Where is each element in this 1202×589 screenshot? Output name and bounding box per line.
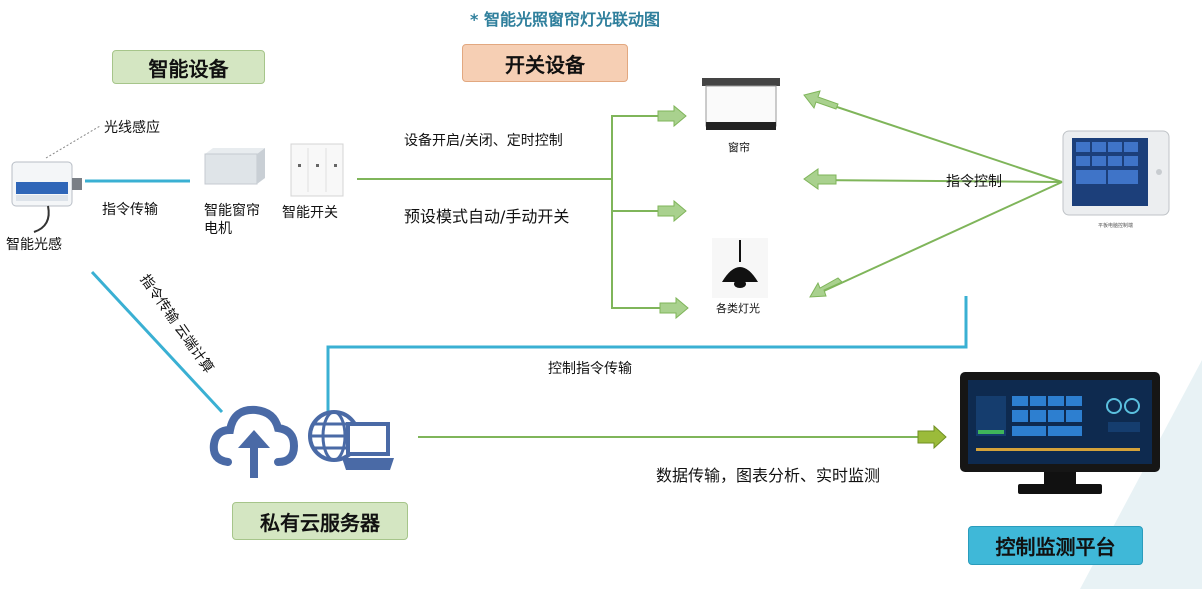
cloud-upload-icon: [209, 405, 299, 478]
device-on-off-timer-label: 设备开启/关闭、定时控制: [404, 133, 563, 149]
smart-switch-icon: [290, 143, 344, 197]
monitor-screen-icon: [960, 372, 1160, 494]
lights-label: 各类灯光: [716, 302, 760, 315]
smart-switch-label: 智能开关: [282, 205, 338, 221]
pendant-lamp-icon: [712, 238, 768, 298]
command-control-label: 指令控制: [946, 174, 1002, 190]
light-sensing-label: 光线感应: [104, 120, 160, 136]
sensing-leader-line: [45, 125, 101, 159]
private-cloud-box: 私有云服务器: [232, 502, 408, 540]
arrow-to-curtain: [657, 104, 687, 128]
arrow-to-lights: [659, 296, 689, 320]
control-command-transmit-label: 控制指令传输: [548, 361, 632, 377]
monitor-platform-box: 控制监测平台: [968, 526, 1143, 565]
curtain-motor-icon: [204, 148, 265, 185]
switch-devices-box: 开关设备: [462, 44, 628, 82]
arrow-to-mid: [657, 199, 687, 223]
projection-screen-icon: [702, 78, 780, 130]
smart-light-sensor-label: 智能光感: [6, 237, 62, 253]
tablet-caption: 平板电脑控制端: [1098, 223, 1134, 229]
curtain-label: 窗帘: [728, 141, 750, 154]
preset-mode-label: 预设模式自动/手动开关: [404, 207, 570, 226]
arrow-to-platform: [917, 424, 947, 450]
command-transmit-label: 指令传输: [102, 202, 158, 218]
curtain-motor-label-2: 电机: [204, 221, 232, 237]
smart-devices-box: 智能设备: [112, 50, 265, 84]
arrow-tablet-lights: [809, 277, 843, 298]
platform-to-cloud-line: [326, 296, 968, 412]
arrow-tablet-curtain: [803, 90, 839, 110]
curtain-motor-label-1: 智能窗帘: [204, 203, 260, 219]
light-sensor-device-icon: [11, 161, 82, 233]
diagram-title: * 智能光照窗帘灯光联动图: [470, 10, 660, 29]
arrow-tablet-mid: [803, 168, 837, 190]
tablet-to-mid-line: [807, 179, 1063, 183]
network-computer-icon: [308, 410, 394, 470]
tablet-to-curtain-line: [809, 97, 1063, 183]
data-analysis-label: 数据传输，图表分析、实时监测: [656, 466, 881, 485]
sensor-to-cloud-line: [90, 270, 224, 414]
tablet-to-lights-line: [814, 181, 1063, 296]
tablet-control-icon: [1062, 130, 1170, 216]
